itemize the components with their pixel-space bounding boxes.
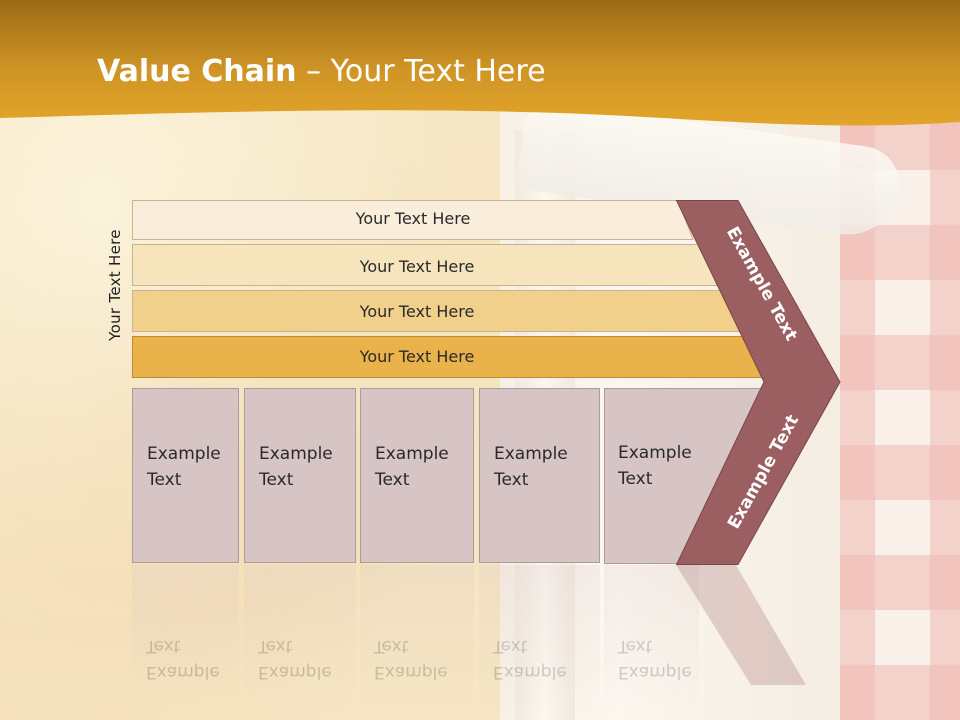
bar-2-label: Your Text Here bbox=[359, 257, 475, 276]
value-chevron bbox=[676, 200, 841, 565]
example-box-1-line2: Text bbox=[147, 470, 182, 490]
title-bold: Value Chain bbox=[97, 54, 297, 89]
example-box-5-line2: Text bbox=[618, 469, 653, 489]
example-box-4-line1: Example bbox=[494, 444, 568, 464]
bar-1 bbox=[132, 200, 694, 240]
example-box-4-line2: Text bbox=[494, 470, 529, 490]
example-box-3-line1: Example bbox=[375, 444, 449, 464]
bar-4-label: Your Text Here bbox=[359, 347, 475, 366]
reflection-chevron bbox=[676, 565, 806, 685]
vertical-label: Your Text Here bbox=[106, 229, 124, 341]
header-band bbox=[0, 0, 960, 126]
bar-1-label: Your Text Here bbox=[355, 209, 471, 228]
title-rest: – Your Text Here bbox=[296, 54, 546, 89]
example-box-5-line1: Example bbox=[618, 443, 692, 463]
bar-3 bbox=[132, 290, 740, 332]
example-box-3-line2: Text bbox=[375, 470, 410, 490]
example-box-1-line1: Example bbox=[147, 444, 221, 464]
example-box-2-line2: Text bbox=[259, 470, 294, 490]
page-title: Value Chain – Your Text Here bbox=[97, 54, 546, 89]
bar-3-label: Your Text Here bbox=[359, 302, 475, 321]
example-box-2-line1: Example bbox=[259, 444, 333, 464]
